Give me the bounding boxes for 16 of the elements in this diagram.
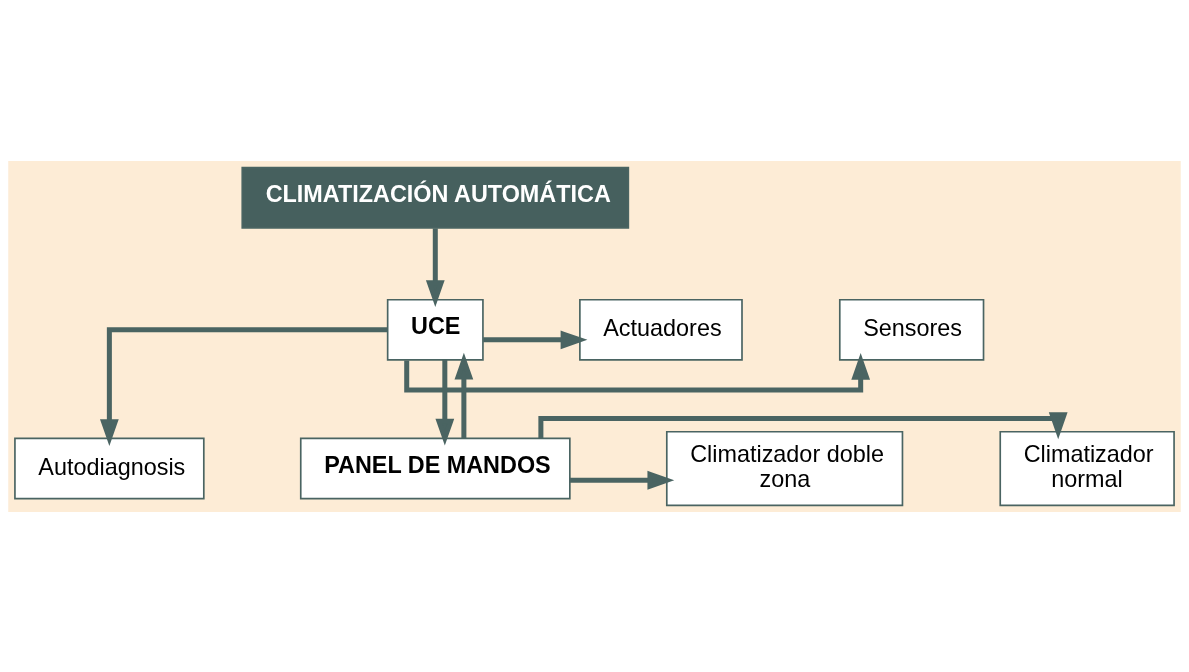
node-box: Sensores [838, 298, 985, 361]
arrow [569, 470, 675, 490]
arrow [100, 326, 388, 446]
arrow [483, 329, 588, 349]
node-box: CLIMATIZACIÓN AUTOMÁTICA [241, 166, 630, 229]
node-box: Climatizador doble zona [665, 430, 904, 506]
arrow [435, 359, 455, 446]
arrow [404, 352, 871, 392]
node-box: Autodiagnosis [14, 437, 205, 499]
arrow [454, 352, 474, 438]
arrow [538, 411, 1068, 439]
node-box: PANEL DE MANDOS [299, 437, 571, 499]
node-box: Actuadores [579, 298, 743, 361]
arrow [425, 227, 445, 307]
node-box: Climatizador normal [999, 430, 1175, 506]
node-box: UCE [386, 298, 484, 361]
